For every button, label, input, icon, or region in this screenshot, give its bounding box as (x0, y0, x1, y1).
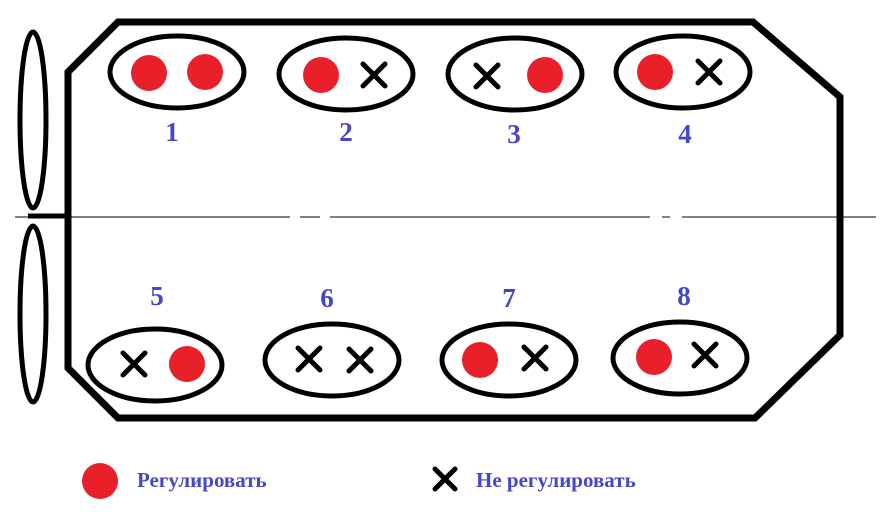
legend-no-regulate-label: Не регулировать (476, 468, 636, 492)
no-regulate-x-icon (521, 344, 549, 372)
regulate-dot-icon (131, 55, 167, 91)
cell-4: 4 (613, 33, 753, 149)
regulate-dot-icon (187, 54, 223, 90)
regulate-dot-icon (462, 342, 498, 378)
cell-7: 7 (439, 283, 579, 399)
no-regulate-x-icon (695, 58, 723, 86)
cell-6: 6 (262, 283, 402, 399)
cell-3: 3 (445, 35, 585, 149)
cell-number: 1 (165, 117, 179, 147)
cell-outline (262, 321, 402, 399)
cell-outline (276, 35, 416, 113)
no-regulate-x-icon (691, 341, 719, 369)
no-regulate-x-icon (360, 61, 388, 89)
legend: Регулировать Не регулировать (82, 463, 636, 499)
propeller-blade-top (17, 29, 49, 211)
legend-regulate-label: Регулировать (137, 468, 267, 492)
cell-2: 2 (276, 35, 416, 147)
hull-outline (64, 18, 844, 422)
no-regulate-x-icon (473, 62, 501, 90)
propeller-blade-bottom (17, 223, 49, 405)
no-regulate-x-icon (346, 346, 374, 374)
cell-number: 4 (678, 119, 692, 149)
cell-outline (613, 33, 753, 111)
legend-regulate-icon (82, 463, 118, 499)
regulate-dot-icon (636, 339, 672, 375)
cell-outline (85, 326, 225, 404)
cell-number: 8 (677, 281, 691, 311)
cell-number: 3 (507, 119, 521, 149)
regulate-dot-icon (527, 57, 563, 93)
cell-number: 5 (150, 281, 164, 311)
cell-outline (610, 319, 750, 397)
legend-no-regulate-icon (432, 466, 458, 492)
cell-number: 6 (320, 283, 334, 313)
cell-outline (107, 33, 247, 111)
regulate-dot-icon (169, 346, 205, 382)
cell-1: 1 (107, 33, 247, 147)
cell-5: 5 (85, 281, 225, 404)
cell-outline (445, 35, 585, 113)
cell-number: 2 (339, 117, 353, 147)
no-regulate-x-icon (295, 345, 323, 373)
cell-8: 8 (610, 281, 750, 397)
regulate-dot-icon (303, 57, 339, 93)
cell-outline (439, 321, 579, 399)
regulate-dot-icon (637, 54, 673, 90)
cell-number: 7 (502, 283, 516, 313)
no-regulate-x-icon (120, 350, 148, 378)
